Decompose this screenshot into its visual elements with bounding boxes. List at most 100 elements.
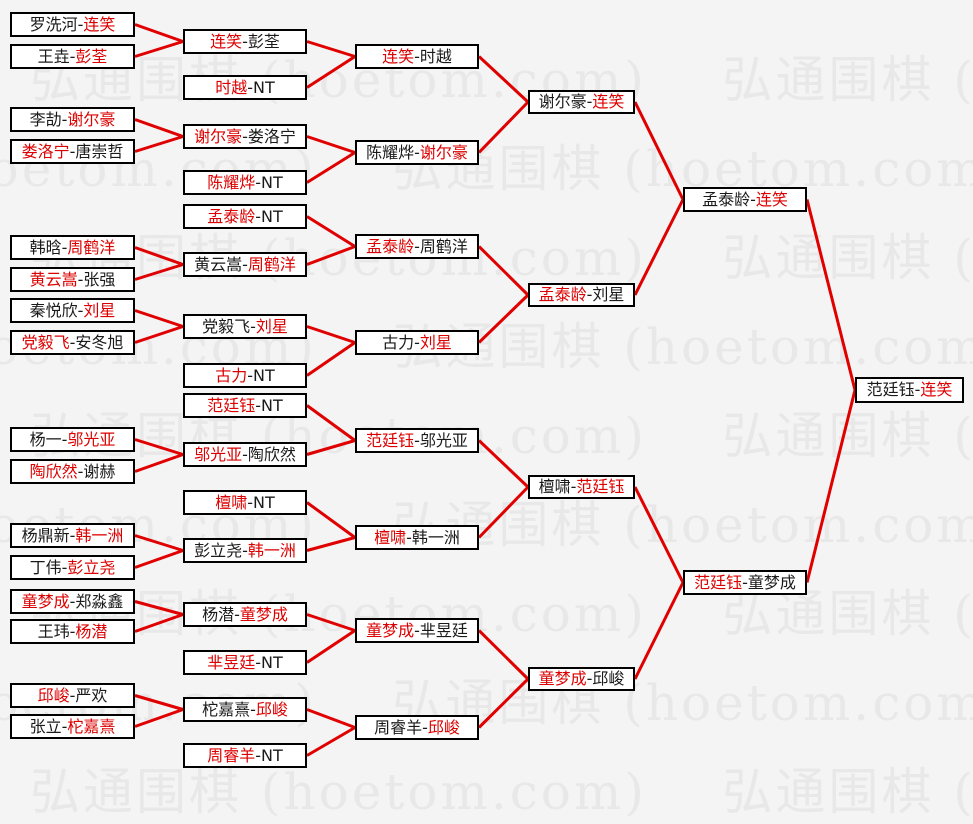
match-box: 陶欣然-谢赫 [10,459,135,484]
connector-line [134,708,184,728]
match-box: 孟泰龄-连笑 [683,187,807,212]
tournament-bracket: 弘通围棋 (hoetom.com) 弘通围棋 (hoetom.com) 弘通围棋… [0,12,973,821]
player-name-right: 韩一洲 [247,540,296,560]
player-name-left: 古力 [382,332,415,352]
name-separator: - [69,141,76,161]
name-separator: - [61,716,68,736]
player-name-left: 童梦成 [538,669,587,688]
name-separator: - [69,46,76,66]
player-name-right: 邱峻 [592,669,625,688]
match-box: 连笑-时越 [355,44,479,69]
name-separator: - [255,395,262,415]
player-name-right: 周鹤洋 [67,237,116,257]
player-name-left: 陶欣然 [29,461,78,481]
match-box: 彭立尧-韩一洲 [183,538,307,563]
connector-line [805,389,857,583]
match-box: 丁伟-彭立尧 [10,555,135,580]
player-name-left: 邬光亚 [194,444,243,464]
match-box: 娄洛宁-唐崇哲 [10,139,135,164]
match-box: 张立-柁嘉熹 [10,714,135,739]
player-name-right: 谢尔豪 [419,142,468,162]
player-name-right: 韩一洲 [411,527,460,547]
player-name-left: 芈昱廷 [207,652,256,672]
player-name-right: 邬光亚 [67,429,116,449]
connector-line [134,325,184,344]
connector-line [134,694,184,711]
match-box: 邱峻-严欢 [10,683,135,708]
name-separator: - [69,332,76,352]
connector-line [134,309,184,328]
player-name-right: 谢赫 [83,461,116,481]
player-name-left: 黄云嵩 [29,269,78,289]
name-separator: - [61,109,68,129]
player-name-right: 张强 [83,269,116,289]
player-name-left: 范廷钰 [694,572,743,592]
connector-line [134,23,184,43]
player-name-left: 党毅飞 [202,316,251,336]
connector-line [134,246,184,266]
match-box: 谢尔豪-娄洛宁 [183,124,307,149]
name-separator: - [586,285,593,304]
match-box: 檀啸-范廷钰 [528,475,635,499]
player-name-left: 连笑 [210,31,243,51]
match-box: 陈耀烨-谢尔豪 [355,140,479,165]
connector-lines [134,23,857,757]
connector-line [306,245,356,266]
name-separator: - [77,461,84,481]
name-separator: - [414,332,420,352]
player-name-right: 刘星 [419,332,452,352]
player-name-left: 古力 [215,365,248,385]
connector-line [477,293,530,344]
name-separator: - [255,206,262,226]
connector-line [633,198,685,296]
name-separator: - [914,380,921,399]
player-name-right: 刘星 [255,316,288,336]
name-separator: - [77,14,84,34]
match-box: 孟泰龄-NT [183,204,307,229]
player-name-right: NT [253,492,275,512]
match-box: 范廷钰-连笑 [855,377,964,403]
player-name-right: 刘星 [83,300,116,320]
connector-line [134,40,184,58]
match-box: 黄云嵩-张强 [10,267,135,292]
match-box: 范廷钰-NT [183,393,307,418]
player-name-right: 谢尔豪 [67,109,116,129]
player-name-left: 范廷钰 [207,395,256,415]
name-separator: - [586,92,593,111]
match-box: 秦悦欣-刘星 [10,298,135,323]
player-name-right: 彭荃 [247,31,280,51]
player-name-left: 党毅飞 [21,332,70,352]
connector-line [306,151,356,184]
player-name-left: 童梦成 [366,620,415,640]
player-name-right: 周鹤洋 [419,236,468,256]
match-box: 陈耀烨-NT [183,170,307,195]
connector-line [134,534,184,552]
match-box: 童梦成-芈昱廷 [355,618,479,643]
match-box: 杨鼎新-韩一洲 [10,523,135,548]
player-name-right: 彭荃 [75,46,108,66]
match-box: 孟泰龄-周鹤洋 [355,234,479,259]
connector-line [134,438,184,456]
player-name-left: 范廷钰 [366,430,415,450]
player-name-right: 严欢 [75,685,108,705]
match-box: 童梦成-邱峻 [528,667,635,691]
player-name-right: NT [261,745,283,765]
player-name-right: NT [253,365,275,385]
player-name-right: 娄洛宁 [247,126,296,146]
player-name-right: NT [261,395,283,415]
connector-line [306,135,356,154]
name-separator: - [69,591,76,611]
connector-line [306,536,356,552]
player-name-left: 周睿羊 [374,717,423,737]
match-box: 柁嘉熹-邱峻 [183,697,307,722]
player-name-left: 黄云嵩 [194,254,243,274]
name-separator: - [69,621,76,641]
name-separator: - [570,477,577,496]
name-separator: - [586,669,593,688]
name-separator: - [234,604,240,624]
player-name-right: 杨潜 [75,621,108,641]
player-name-right: 郑淼鑫 [75,591,124,611]
player-name-left: 王玮 [37,621,70,641]
connector-line [306,708,356,729]
connector-line [134,453,184,473]
